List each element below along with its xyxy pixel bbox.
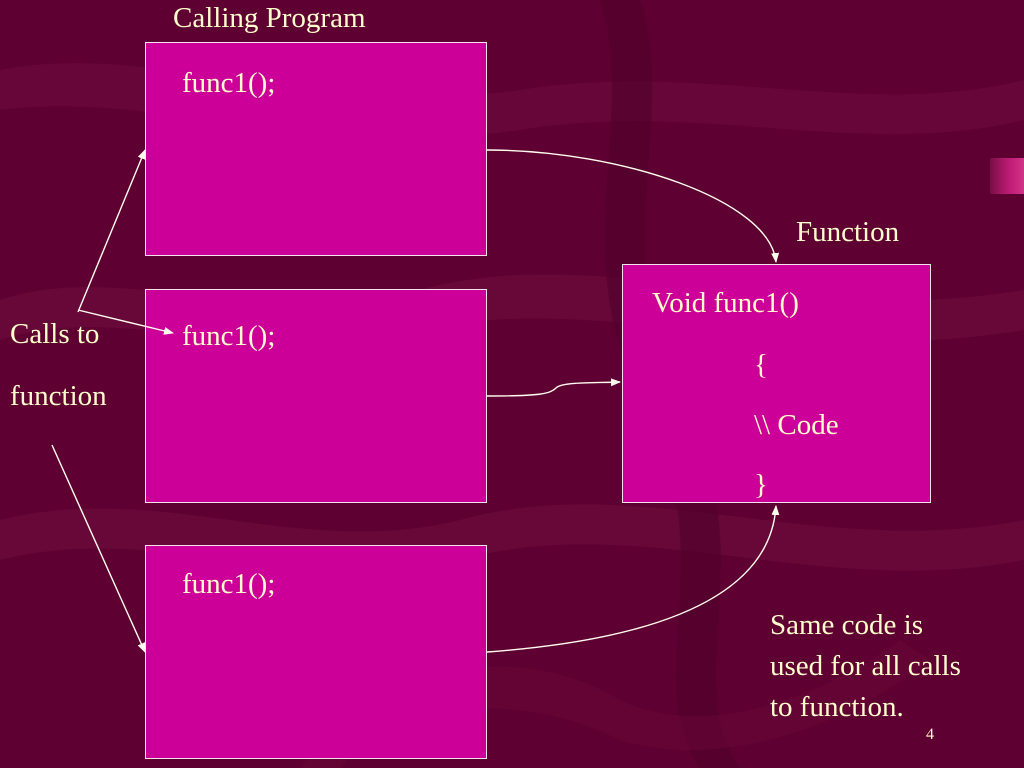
note-line1: Same code is (770, 609, 924, 641)
call-statement-1: func1(); (182, 67, 276, 99)
decorative-tab (990, 158, 1024, 194)
calling-box-3: func1(); (145, 545, 487, 759)
note-text: Same code is used for all calls to funct… (770, 605, 961, 728)
call-statement-2: func1(); (182, 320, 276, 352)
function-box: Void func1() { \\ Code } (622, 264, 931, 503)
calling-program-title: Calling Program (173, 2, 366, 34)
calling-box-2: func1(); (145, 289, 487, 503)
function-body: \\ Code (754, 409, 839, 441)
calls-label-line2: function (10, 380, 107, 412)
note-line3: to function. (770, 691, 904, 723)
open-brace: { (754, 349, 768, 381)
note-line2: used for all calls (770, 650, 961, 682)
page-number: 4 (926, 726, 934, 743)
function-label: Function (796, 216, 900, 248)
call-statement-3: func1(); (182, 568, 276, 600)
function-signature: Void func1() (652, 287, 799, 319)
calling-box-1: func1(); (145, 42, 487, 256)
calls-label-line1: Calls to (10, 318, 100, 350)
close-brace: } (754, 469, 768, 501)
